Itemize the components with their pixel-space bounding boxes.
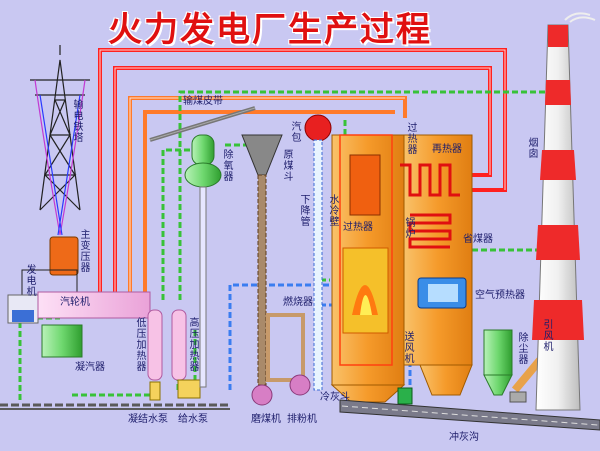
label-transmission-tower: 输电铁塔 xyxy=(73,100,84,144)
label-economizer: 省煤器 xyxy=(463,234,493,245)
label-main-transformer: 主变压器 xyxy=(80,230,91,274)
label-cold-ash-hopper: 冷灰斗 xyxy=(320,392,350,403)
label-ash-trench: 冲灰沟 xyxy=(449,432,479,443)
label-coal-mill: 磨煤机 xyxy=(251,414,281,425)
label-feed-pump: 给水泵 xyxy=(178,414,208,425)
label-lp-heater: 低压加热器 xyxy=(136,318,147,373)
coal-hopper-shape xyxy=(241,134,283,386)
label-deaerator: 除氧器 xyxy=(223,150,234,183)
condenser-shape xyxy=(41,324,83,358)
label-condenser: 凝汽器 xyxy=(75,362,105,373)
steam-drum-shape xyxy=(304,114,332,142)
id-fan-shape xyxy=(511,357,544,393)
label-furnace: 锅炉 xyxy=(405,218,416,240)
label-fd-fan: 送风机 xyxy=(404,332,415,365)
label-reheater: 再热器 xyxy=(432,144,462,155)
label-condensate-pump: 凝结水泵 xyxy=(128,414,168,425)
heat-exchanger-coils xyxy=(400,163,460,249)
transformer-shape xyxy=(49,236,79,276)
label-chimney: 烟囱 xyxy=(528,138,539,160)
label-generator: 发电机 xyxy=(26,265,37,298)
page-title: 火力发电厂生产过程 xyxy=(108,10,432,50)
label-superheater-top: 过热器 xyxy=(407,123,418,156)
hp-heater-shape xyxy=(171,309,187,381)
lp-heater-shape xyxy=(147,309,163,381)
label-downcomer: 下降管 xyxy=(300,195,311,228)
mill-pipes xyxy=(266,313,305,382)
label-raw-coal-hopper: 原煤斗 xyxy=(283,150,294,183)
boiler-body xyxy=(330,134,473,403)
label-water-wall: 水冷壁 xyxy=(329,195,340,228)
ash-conveyor xyxy=(0,399,600,431)
deaerator-shape xyxy=(184,134,222,388)
transmission-tower xyxy=(30,45,90,236)
label-coal-conveyor: 输煤皮带 xyxy=(183,96,223,107)
label-id-fan: 引风机 xyxy=(543,320,554,353)
label-burner: 燃烧器 xyxy=(283,297,313,308)
coal-mill-shape xyxy=(251,384,273,406)
label-hp-heater: 高压加热器 xyxy=(189,318,200,373)
fd-fan-shape xyxy=(397,387,413,405)
exhauster-shape xyxy=(289,374,311,396)
coal-conveyor-shape xyxy=(149,106,256,142)
label-superheater-left: 过热器 xyxy=(343,222,373,233)
label-air-preheater: 空气预热器 xyxy=(475,290,525,301)
label-exhauster: 排粉机 xyxy=(287,414,317,425)
turbine-shape xyxy=(37,291,151,319)
dust-collector-shape xyxy=(483,329,513,396)
label-turbine: 汽轮机 xyxy=(60,297,90,308)
label-dust-collector: 除尘器 xyxy=(518,333,529,366)
chimney-shape xyxy=(532,12,596,411)
label-steam-drum: 汽包 xyxy=(291,122,302,144)
generator-shape xyxy=(7,294,39,324)
